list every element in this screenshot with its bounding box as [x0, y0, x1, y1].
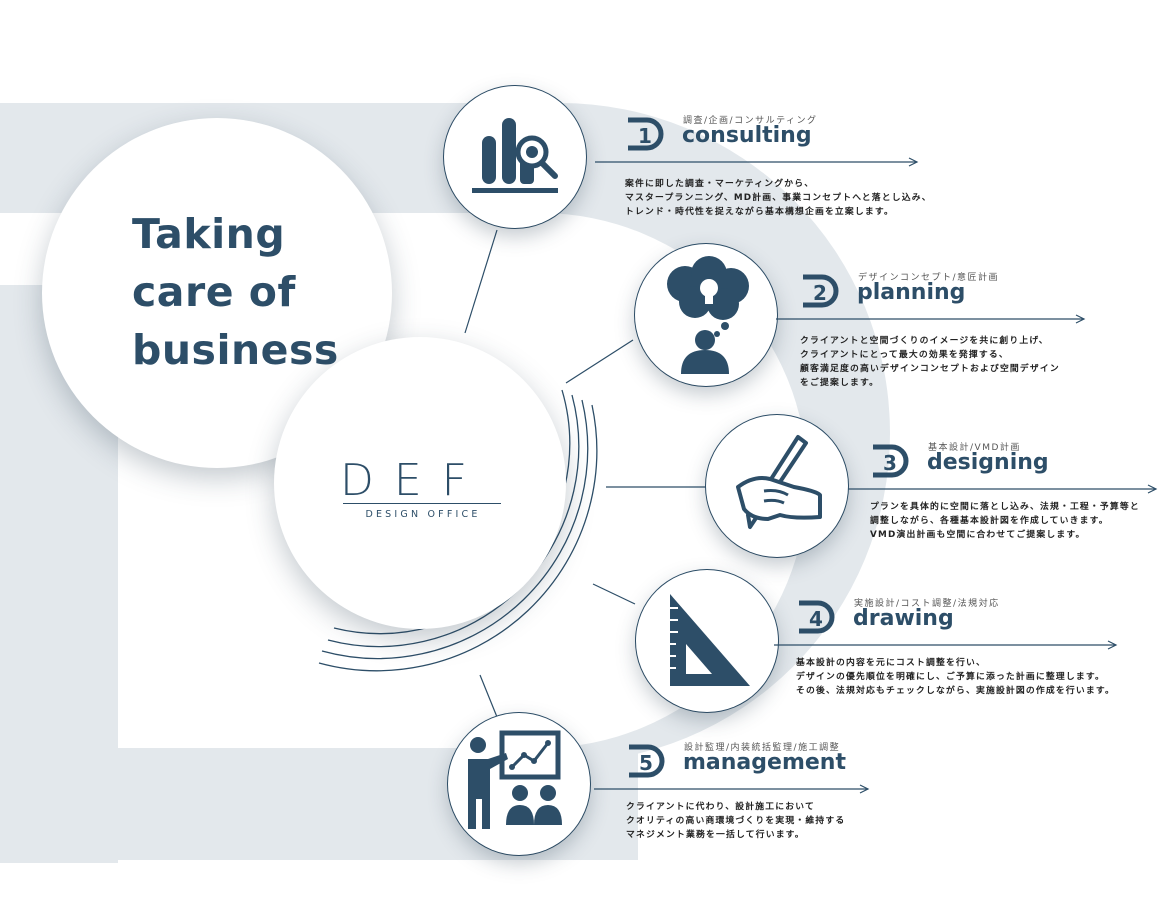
logo-circle — [274, 337, 566, 629]
step-4-arrow — [774, 640, 1118, 650]
step-1-description: 案件に即した調査・マーケティングから、 マスタープランニング、MD計画、事業コン… — [625, 179, 932, 217]
step-3: 3 基本設計/VMD計画 designing プランを具体的に空間に落とし込み、… — [848, 440, 1160, 550]
step-4-icon-circle — [636, 570, 778, 712]
connector-2 — [565, 339, 634, 384]
step-1-icon-circle — [444, 86, 586, 228]
step-5-number-badge: 5 — [629, 744, 665, 778]
step-5-subtitle: 設計監理/内装統括監理/施工調整 — [684, 743, 841, 753]
step-2-icon-circle — [635, 244, 777, 386]
step-1-subtitle: 調査/企画/コンサルティング — [683, 116, 818, 126]
step-4: 4 実施設計/コスト調整/法規対応 drawing 基本設計の内容を元にコスト調… — [774, 596, 1136, 706]
connector-1 — [464, 229, 498, 334]
step-1-number-badge: 1 — [628, 117, 664, 151]
step-1-title: consulting — [682, 123, 812, 148]
svg-text:2: 2 — [813, 281, 827, 305]
step-1: 1 調査/企画/コンサルティング consulting 案件に即した調査・マーケ… — [595, 113, 955, 223]
svg-text:1: 1 — [638, 124, 652, 148]
step-5-description: クライアントに代わり、設計施工において クオリティの高い商環境づくりを実現・維持… — [626, 802, 846, 840]
step-2-arrow — [776, 314, 1086, 324]
step-3-title: designing — [927, 450, 1049, 475]
step-1-arrow — [595, 157, 919, 167]
step-5-icon-circle — [448, 713, 590, 855]
step-4-title: drawing — [853, 606, 954, 631]
step-2-description: クライアントと空間づくりのイメージを共に創り上げ、 クライアントにとって最大の効… — [800, 336, 1060, 388]
connector-5 — [479, 674, 498, 718]
arc-4 — [318, 404, 598, 672]
step-3-icon-circle — [706, 415, 848, 557]
step-4-number-badge: 4 — [799, 600, 835, 634]
step-4-description: 基本設計の内容を元にコスト調整を行い、 デザインの優先順位を明確にし、ご予算に添… — [796, 658, 1116, 696]
logo-letters: DEF — [340, 455, 487, 506]
svg-text:3: 3 — [883, 451, 897, 475]
logo-subtitle: DESIGN OFFICE — [365, 509, 481, 520]
step-5-arrow — [594, 784, 870, 794]
step-5-title: management — [683, 750, 846, 775]
step-2-title: planning — [857, 280, 966, 305]
step-3-arrow — [848, 484, 1158, 494]
step-3-subtitle: 基本設計/VMD計画 — [928, 443, 1021, 453]
tagline: Taking care of business — [132, 210, 339, 374]
step-2-number-badge: 2 — [803, 274, 839, 308]
step-3-description: プランを具体的に空間に落とし込み、法規・工程・予算等と 調整しながら、各種基本設… — [870, 502, 1140, 540]
arc-3 — [321, 399, 589, 660]
step-3-number-badge: 3 — [873, 444, 909, 478]
thinking-person-lightbulb-icon — [667, 256, 749, 374]
step-2: 2 デザインコンセプト/意匠計画 planning クライアントと空間づくりのイ… — [776, 270, 1100, 390]
hand-pen-icon — [736, 435, 822, 529]
bar-chart-magnifier-icon — [472, 118, 558, 193]
step-2-subtitle: デザインコンセプト/意匠計画 — [858, 273, 1000, 283]
step-5: 5 設計監理/内装統括監理/施工調整 management クライアントに代わり… — [594, 740, 886, 850]
set-square-icon — [670, 594, 750, 686]
presenter-board-icon — [468, 730, 562, 829]
step-4-subtitle: 実施設計/コスト調整/法規対応 — [854, 599, 1000, 609]
logo-divider — [343, 503, 501, 504]
svg-text:4: 4 — [809, 607, 823, 631]
svg-text:5: 5 — [639, 751, 653, 775]
connector-4 — [592, 583, 636, 605]
